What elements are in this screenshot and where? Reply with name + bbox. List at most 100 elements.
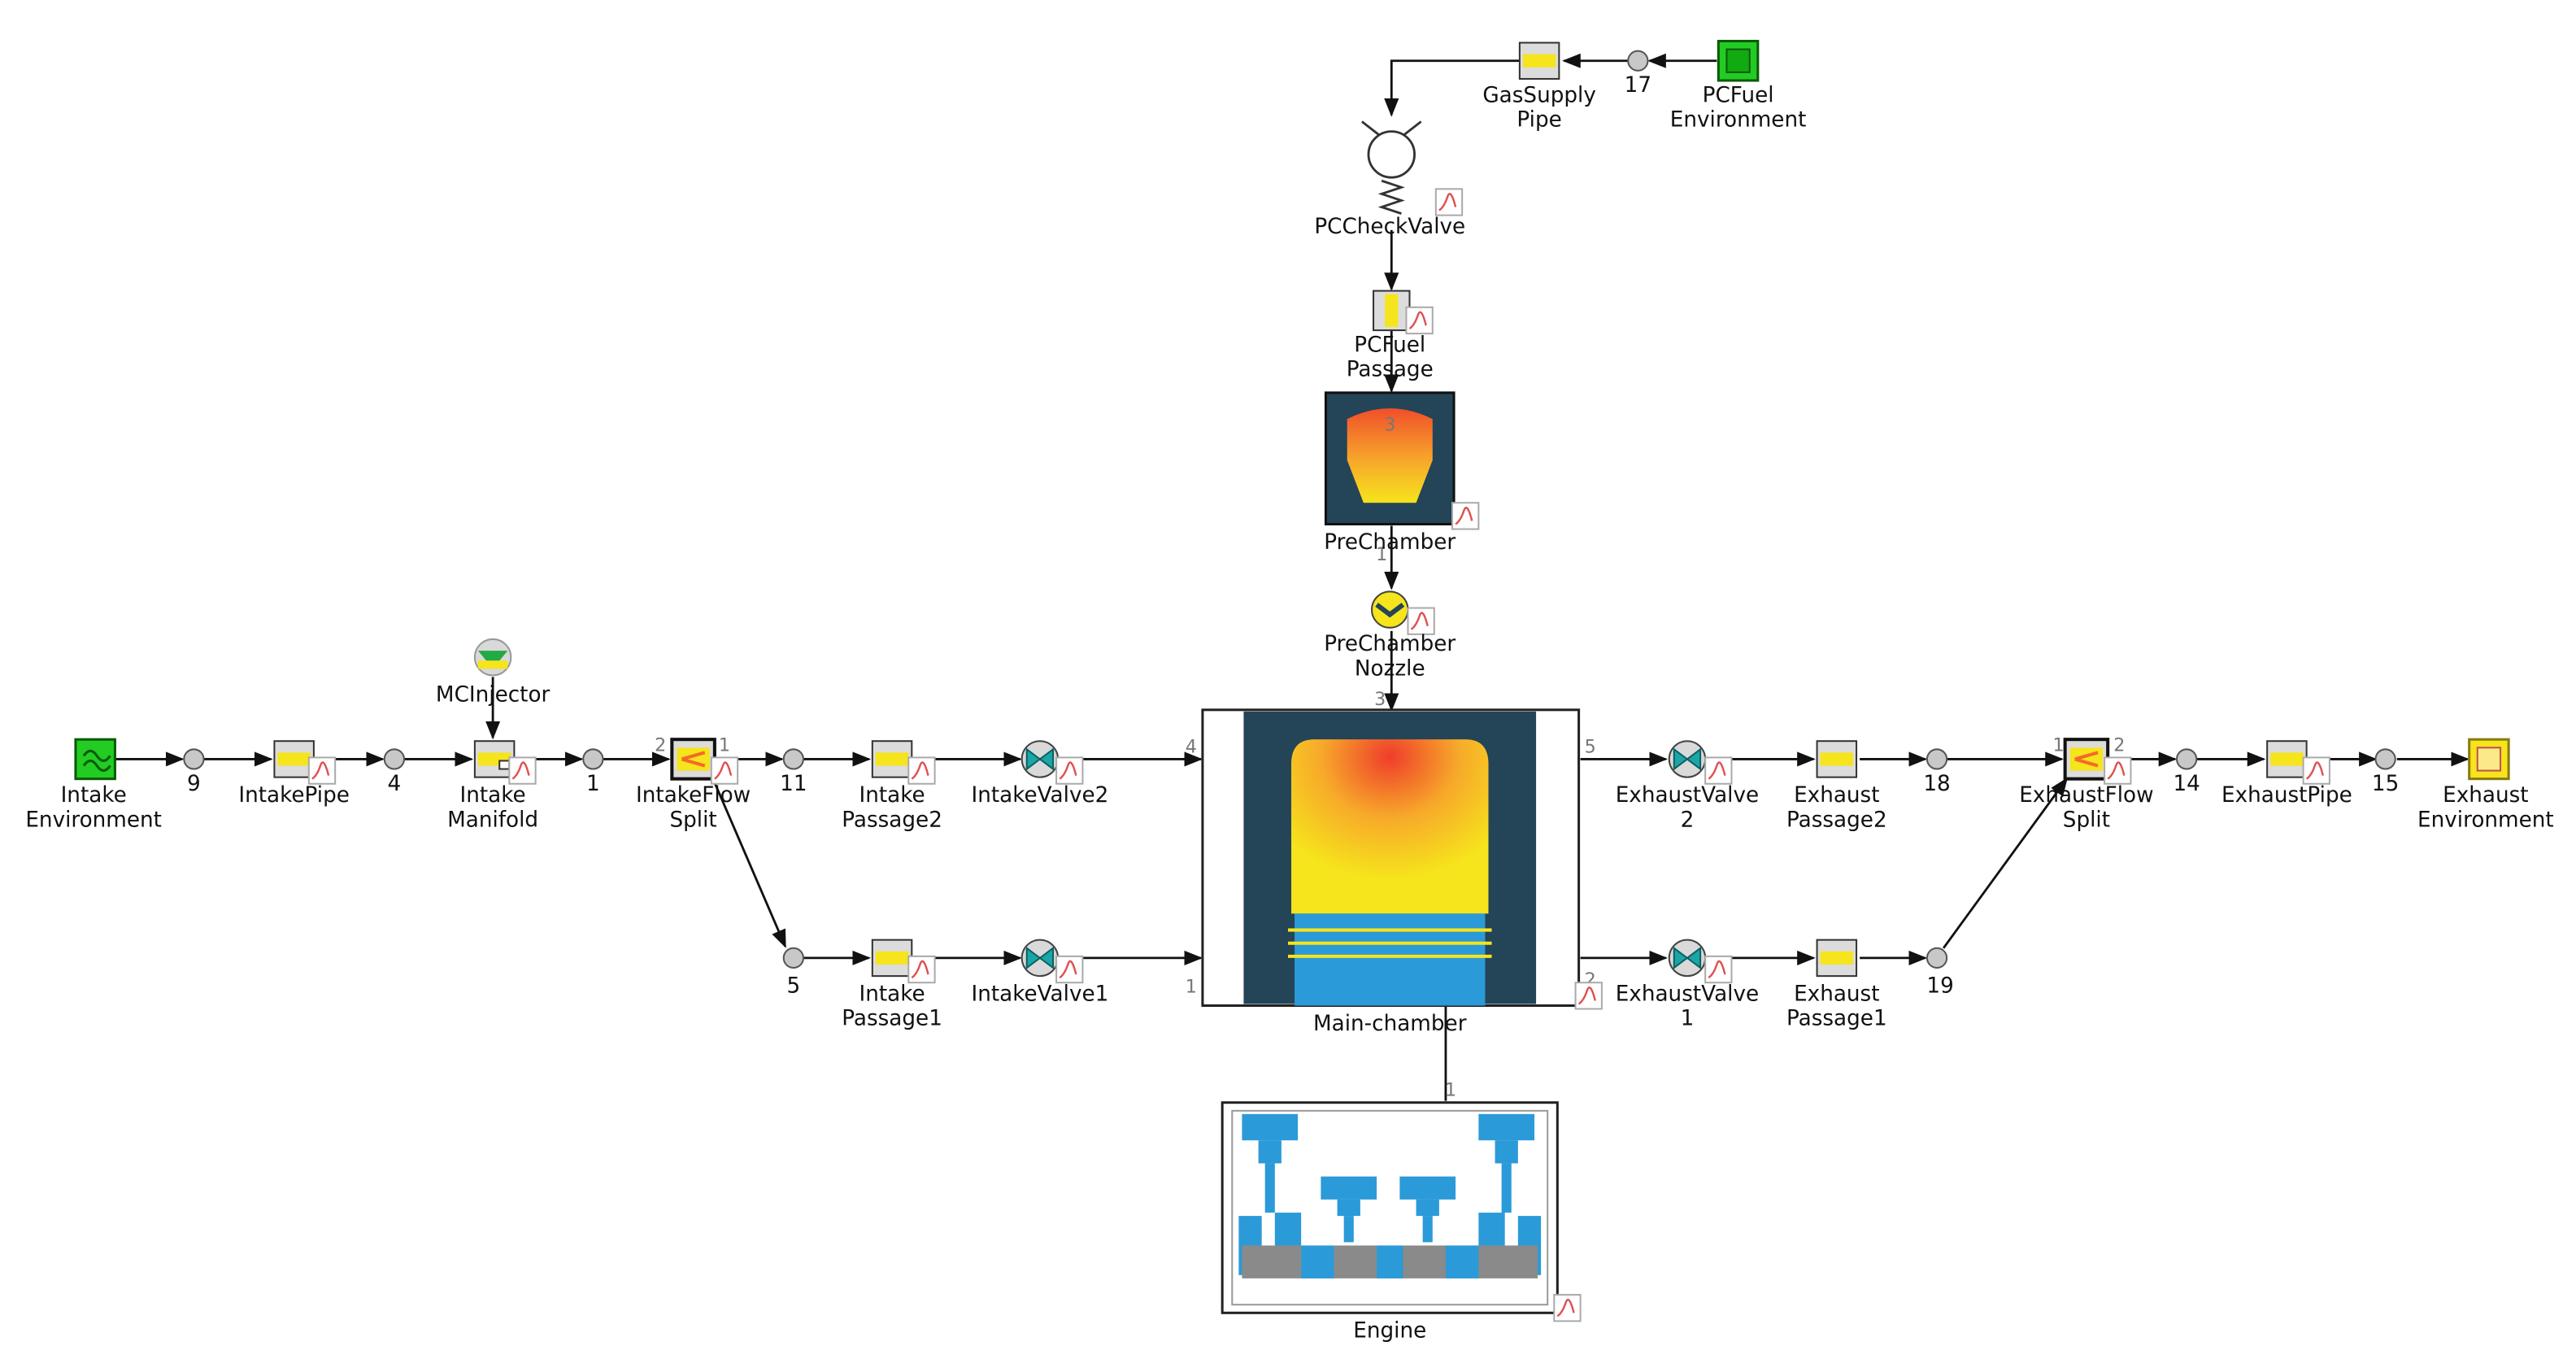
intake-passage2-label-1: Intake bbox=[859, 783, 925, 808]
intake-manifold[interactable]: Intake Manifold bbox=[447, 740, 538, 832]
exhaust-valve2-label-2: 2 bbox=[1681, 808, 1695, 832]
junctions: 9 4 1 11 5 18 19 14 15 17 bbox=[183, 50, 2399, 998]
intake-valve1[interactable]: IntakeValve1 bbox=[971, 939, 1108, 1007]
plot-icon bbox=[1434, 188, 1464, 216]
engine-label: Engine bbox=[1353, 1319, 1426, 1344]
exhaust-passage1-label-1: Exhaust bbox=[1794, 982, 1879, 1006]
intake-flow-split[interactable]: 2 1 IntakeFlow Split bbox=[636, 734, 751, 832]
mc-port-5: 5 bbox=[1585, 736, 1596, 757]
prechamber-flame-icon bbox=[1347, 408, 1433, 503]
junction-18[interactable] bbox=[1925, 748, 1948, 770]
plot-icon bbox=[907, 955, 936, 984]
junction-9[interactable] bbox=[183, 748, 205, 770]
junction-14-label: 14 bbox=[2173, 772, 2200, 796]
mc-port-4: 4 bbox=[1186, 736, 1197, 757]
intake-flow-split-label-2: Split bbox=[669, 808, 716, 832]
split-port-2: 2 bbox=[655, 734, 666, 756]
engine[interactable]: Engine bbox=[1221, 1101, 1582, 1344]
exhaust-passage2-label-1: Exhaust bbox=[1794, 783, 1879, 808]
junction-15[interactable] bbox=[2374, 748, 2396, 770]
pc-port-3: 3 bbox=[1384, 414, 1395, 435]
pcfuel-environment-label-2: Environment bbox=[1670, 108, 1807, 133]
prechamber-nozzle-label-1: PreChamber bbox=[1324, 632, 1456, 656]
prechamber[interactable]: 3 1 PreChamber bbox=[1324, 391, 1480, 565]
plot-icon bbox=[2302, 756, 2330, 785]
junction-1[interactable] bbox=[582, 748, 604, 770]
nozzle-icon bbox=[1371, 590, 1409, 629]
exhaust-pipe[interactable]: ExhaustPipe bbox=[2221, 740, 2352, 808]
plot-icon bbox=[907, 756, 936, 785]
plot-icon bbox=[1407, 607, 1435, 635]
intake-flow-split-label-1: IntakeFlow bbox=[636, 783, 751, 808]
junction-14[interactable] bbox=[2176, 748, 2198, 770]
exhaust-passage1-label-2: Passage1 bbox=[1786, 1007, 1887, 1031]
main-chamber-label: Main-chamber bbox=[1313, 1012, 1467, 1036]
gas-supply-pipe-label-1: GasSupply bbox=[1482, 83, 1596, 107]
exhaust-environment[interactable]: Exhaust Environment bbox=[2417, 738, 2554, 832]
pcfuel-passage-label-1: PCFuel bbox=[1354, 333, 1425, 357]
junction-5[interactable] bbox=[782, 947, 804, 969]
prechamber-nozzle-label-2: Nozzle bbox=[1355, 656, 1425, 681]
pc-check-valve[interactable]: PCCheckValve bbox=[1314, 120, 1465, 239]
gas-supply-pipe-label-2: Pipe bbox=[1516, 108, 1561, 133]
exhaust-valve1[interactable]: ExhaustValve 1 bbox=[1616, 939, 1759, 1031]
intake-passage1-label-1: Intake bbox=[859, 982, 925, 1006]
junction-11[interactable] bbox=[782, 748, 804, 770]
pcfuel-environment[interactable]: PCFuel Environment bbox=[1670, 39, 1807, 133]
junction-9-label: 9 bbox=[187, 772, 201, 796]
plot-icon bbox=[1055, 955, 1084, 984]
intake-pipe[interactable]: IntakePipe bbox=[238, 740, 350, 808]
plot-icon bbox=[1574, 982, 1603, 1010]
pc-port-1: 1 bbox=[1376, 544, 1387, 565]
exhaust-valve1-label-2: 1 bbox=[1681, 1007, 1695, 1031]
plot-icon bbox=[1704, 756, 1733, 785]
intake-environment[interactable]: Intake Environment bbox=[25, 738, 162, 832]
plot-icon bbox=[307, 756, 337, 785]
main-chamber[interactable]: 4 1 3 5 2 1 Main-chamber bbox=[1186, 689, 1603, 1101]
exhaust-passage2[interactable]: Exhaust Passage2 bbox=[1786, 740, 1887, 832]
junction-1-label: 1 bbox=[586, 772, 600, 796]
intake-environment-label-2: Environment bbox=[25, 808, 162, 832]
prechamber-nozzle[interactable]: PreChamber Nozzle bbox=[1324, 590, 1456, 681]
exhaust-valve2[interactable]: ExhaustValve 2 bbox=[1616, 740, 1759, 832]
check-valve-icon bbox=[1361, 120, 1422, 215]
combustion-flame-icon bbox=[1291, 739, 1489, 914]
exhaust-flow-split-label-2: Split bbox=[2063, 808, 2110, 832]
gas-supply-pipe[interactable]: GasSupply Pipe bbox=[1482, 41, 1596, 133]
intake-valve2-label: IntakeValve2 bbox=[971, 783, 1108, 808]
junction-4[interactable] bbox=[383, 748, 406, 770]
intake-environment-label-1: Intake bbox=[61, 783, 127, 808]
exhaust-environment-label-1: Exhaust bbox=[2443, 783, 2528, 808]
plot-icon bbox=[1451, 502, 1480, 530]
junction-4-label: 4 bbox=[388, 772, 402, 796]
intake-passage1-label-2: Passage1 bbox=[842, 1007, 942, 1031]
mc-port-3: 3 bbox=[1374, 689, 1386, 710]
pcfuel-passage[interactable]: PCFuel Passage bbox=[1347, 290, 1434, 382]
junction-19-label: 19 bbox=[1926, 973, 1953, 998]
exhaust-environment-label-2: Environment bbox=[2417, 808, 2554, 832]
intake-passage2[interactable]: Intake Passage2 bbox=[842, 740, 942, 832]
exhaust-flow-split[interactable]: 1 2 ExhaustFlow Split bbox=[2019, 734, 2153, 832]
exhaust-pipe-label: ExhaustPipe bbox=[2221, 783, 2352, 808]
exhaust-passage1[interactable]: Exhaust Passage1 bbox=[1786, 939, 1887, 1031]
intake-passage1[interactable]: Intake Passage1 bbox=[842, 939, 942, 1031]
plot-icon bbox=[1704, 955, 1733, 984]
junction-11-label: 11 bbox=[780, 772, 807, 796]
pcfuel-environment-label-1: PCFuel bbox=[1703, 83, 1774, 107]
mc-port-1: 1 bbox=[1186, 976, 1197, 997]
esplit-port-1: 1 bbox=[2052, 734, 2064, 756]
junction-18-label: 18 bbox=[1923, 772, 1950, 796]
exhaust-valve1-label-1: ExhaustValve bbox=[1616, 982, 1759, 1006]
piston-icon bbox=[1295, 913, 1486, 1006]
intake-valve2[interactable]: IntakeValve2 bbox=[971, 740, 1108, 808]
mc-injector[interactable]: MCInjector bbox=[436, 638, 550, 708]
exhaust-valve2-label-1: ExhaustValve bbox=[1616, 783, 1759, 808]
prechamber-label: PreChamber bbox=[1324, 530, 1456, 555]
junction-17[interactable] bbox=[1627, 50, 1649, 72]
plot-icon bbox=[1055, 756, 1084, 785]
intake-manifold-label-1: Intake bbox=[460, 783, 526, 808]
junction-19[interactable] bbox=[1925, 947, 1948, 969]
green-environment-icon bbox=[74, 738, 116, 781]
